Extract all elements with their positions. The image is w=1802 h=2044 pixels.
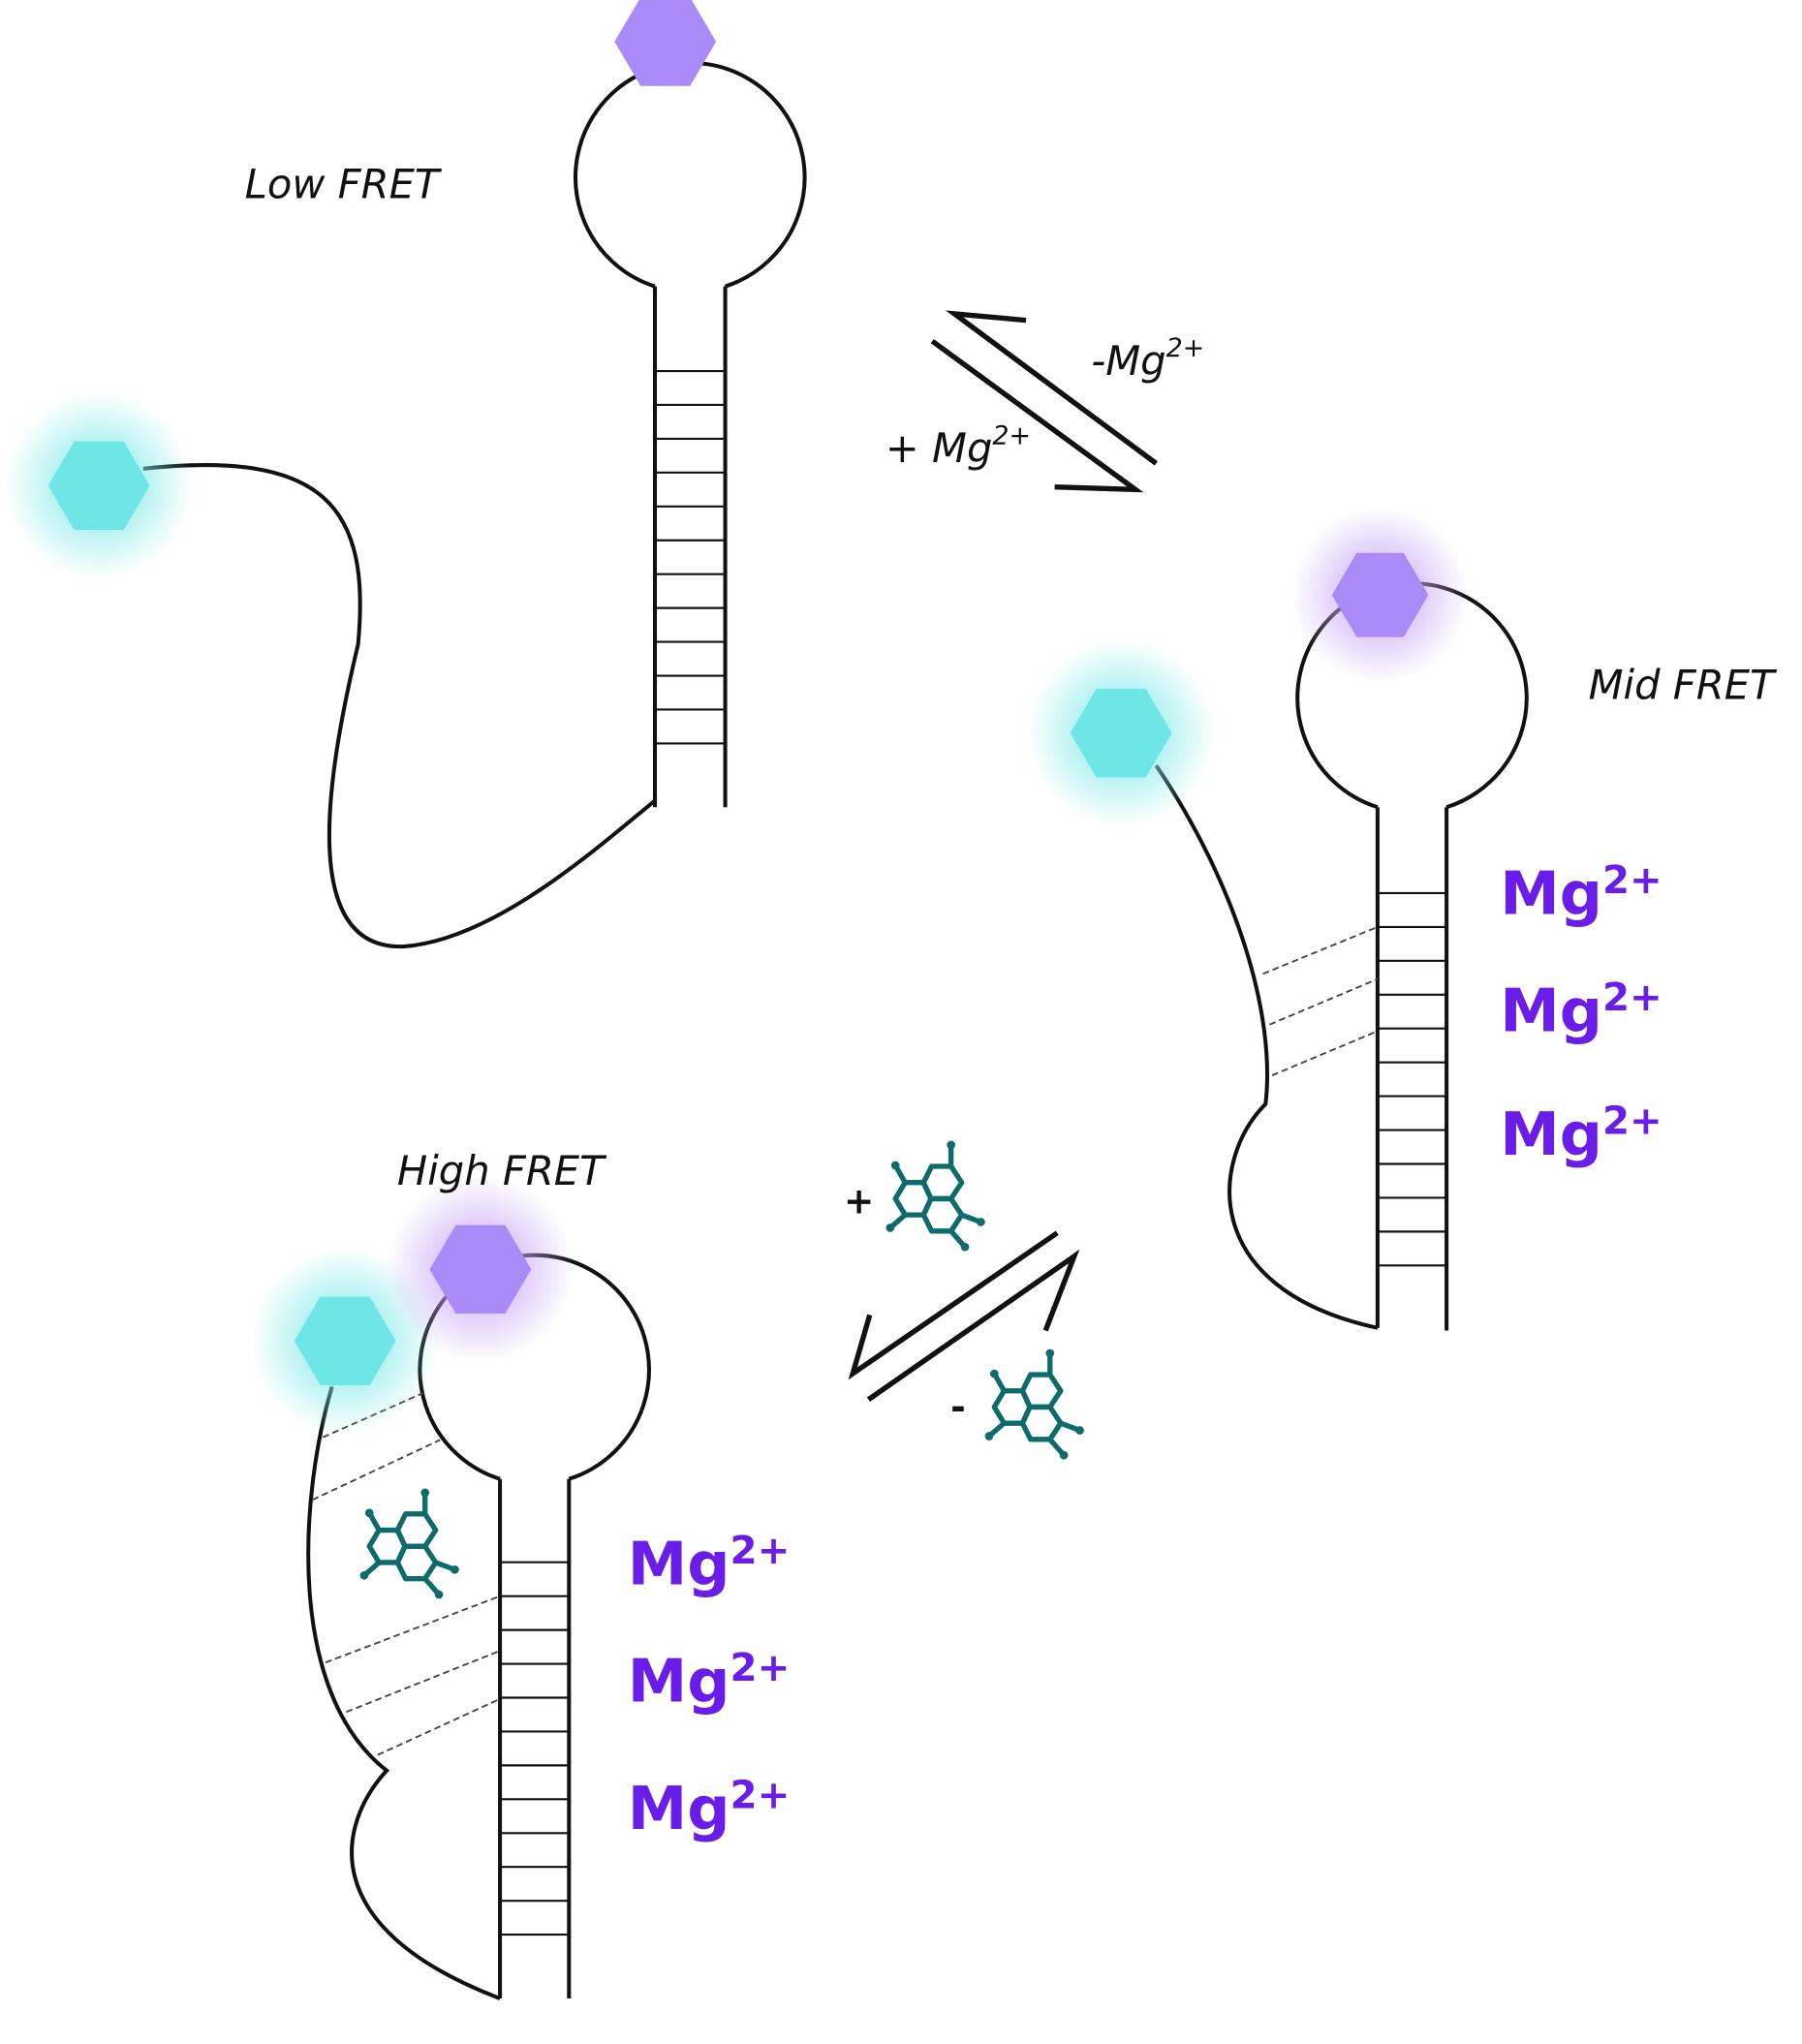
high-fret-hairpin: High FRET Mg2+ Mg2+ Mg2+ xyxy=(251,1147,791,2000)
mid-fret-hairpin: Mid FRET Mg2+ Mg2+ Mg2+ xyxy=(1027,506,1778,1331)
molecule-icon xyxy=(360,1488,459,1598)
low-fret-label: Low FRET xyxy=(245,160,443,207)
plus-mg-label: + Mg xyxy=(885,424,993,472)
mg-ion-label: Mg2+ xyxy=(1500,857,1662,929)
mg-ion-label: Mg2+ xyxy=(1500,1099,1662,1170)
mg-ion-label: Mg2+ xyxy=(1500,975,1662,1046)
molecule-icon xyxy=(885,1141,984,1252)
acceptor-fluorophore xyxy=(614,0,717,86)
low-fret-hairpin: Low FRET xyxy=(5,0,807,949)
mg-ion-label: Mg2+ xyxy=(628,1773,791,1844)
svg-text:-Mg2+: -Mg2+ xyxy=(1091,333,1204,385)
equilibrium-arrows-ligand: + - xyxy=(844,1141,1084,1460)
molecule-icon xyxy=(985,1349,1084,1460)
plus-ligand-sign: + xyxy=(844,1180,875,1223)
minus-mg-label: -Mg xyxy=(1091,337,1165,385)
equilibrium-arrows-mg: -Mg2+ + Mg2+ xyxy=(885,310,1204,493)
mid-fret-label: Mid FRET xyxy=(1589,662,1778,709)
mg-ion-label: Mg2+ xyxy=(628,1528,791,1599)
mg-ion-label: Mg2+ xyxy=(628,1645,791,1717)
minus-ligand-sign: - xyxy=(950,1385,966,1428)
svg-text:+ Mg2+: + Mg2+ xyxy=(885,420,1031,472)
high-fret-label: High FRET xyxy=(397,1147,607,1194)
